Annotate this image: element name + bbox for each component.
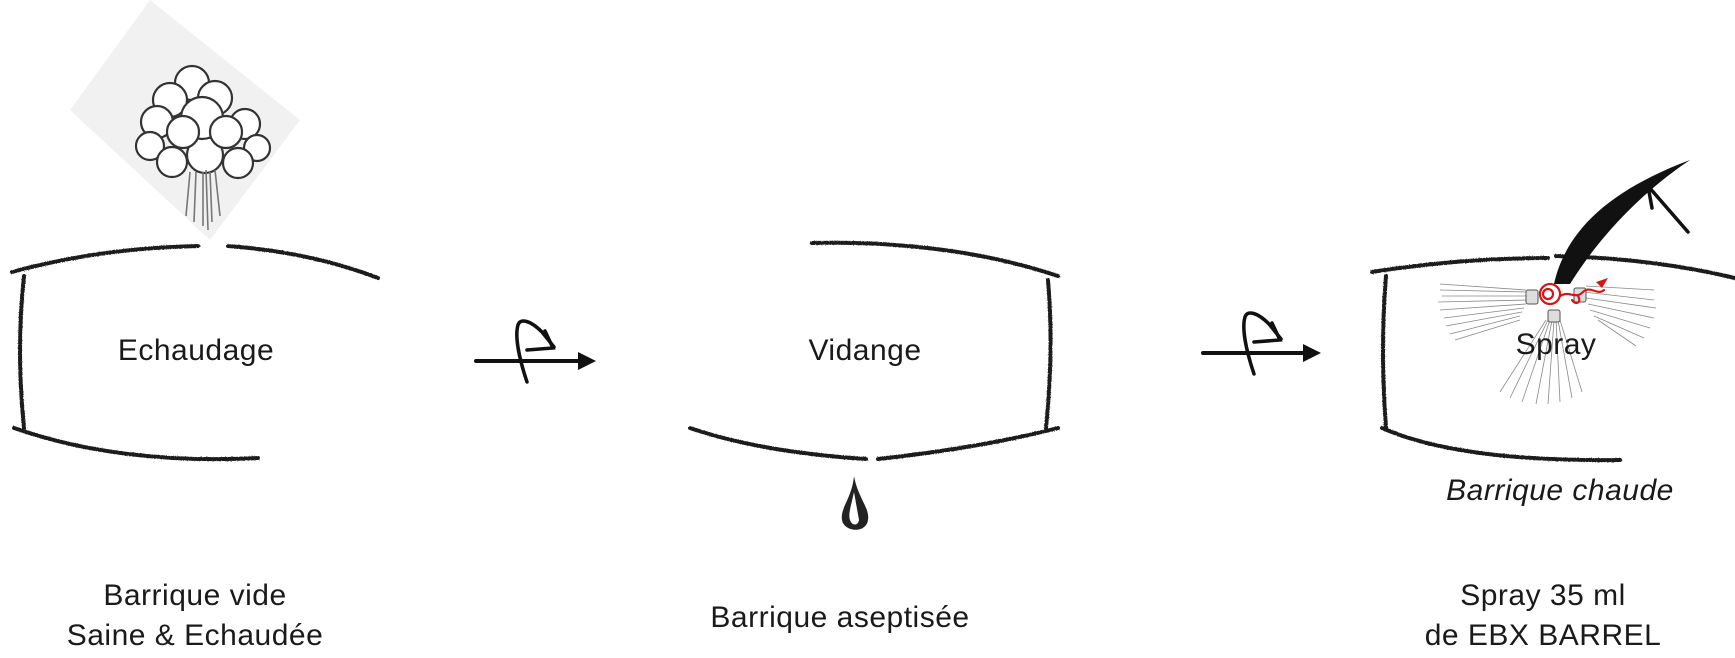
step-3-label: Spray bbox=[1515, 328, 1597, 361]
barrel-2 bbox=[688, 240, 1060, 461]
step-1-caption: Barrique vide Saine & Echaudée bbox=[67, 576, 324, 656]
step-3-note: Barrique chaude bbox=[1446, 474, 1674, 507]
spray-nozzle-icon bbox=[1437, 160, 1690, 405]
step-1-label: Echaudage bbox=[117, 334, 275, 367]
step-3-caption: Spray 35 ml de EBX BARREL bbox=[1425, 576, 1662, 656]
rotate-arrow-icon bbox=[474, 319, 596, 384]
step-2-label: Vidange bbox=[808, 334, 922, 367]
step-2-caption: Barrique aseptisée bbox=[710, 598, 969, 638]
water-drop-icon bbox=[841, 476, 869, 530]
caption-line: Barrique vide bbox=[103, 579, 287, 612]
caption-line: Spray 35 ml bbox=[1460, 579, 1626, 612]
steam-cloud-icon bbox=[70, 0, 300, 240]
barrel-1 bbox=[10, 244, 380, 462]
caption-line: Saine & Echaudée bbox=[66, 619, 324, 652]
rotate-arrow-icon bbox=[1201, 311, 1321, 376]
caption-line: Barrique aseptisée bbox=[710, 601, 970, 634]
caption-line: de EBX BARREL bbox=[1424, 619, 1662, 652]
